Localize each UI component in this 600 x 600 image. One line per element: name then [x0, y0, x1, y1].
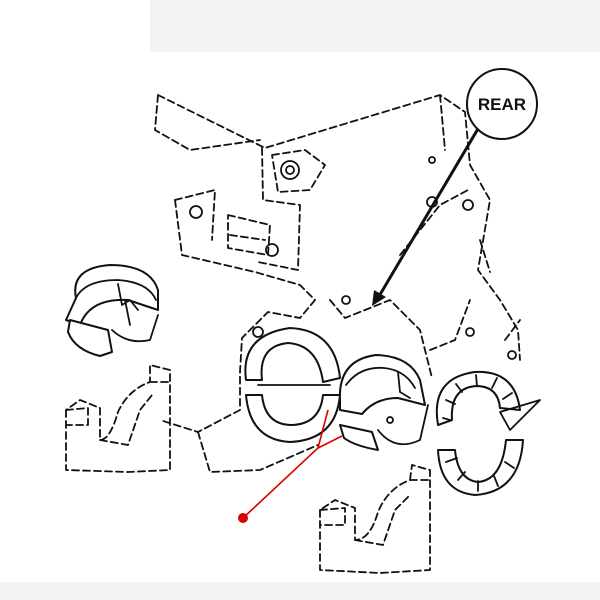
main-bearing-cap-left: [65, 364, 171, 473]
rear-direction-arrow: [372, 120, 484, 306]
thrust-washer-right: [435, 370, 541, 496]
red-marker-dot: [238, 513, 248, 523]
rear-callout: REAR: [466, 68, 538, 140]
bolt-holes: [189, 149, 517, 360]
main-bearing-cap-center: [319, 464, 431, 574]
thrust-washer-block: [244, 327, 341, 443]
upper-bearing-shell-center: [338, 354, 429, 451]
rear-callout-circle: [466, 68, 538, 140]
top-white-tab: [0, 0, 150, 52]
bottom-gray-band: [0, 582, 600, 600]
upper-bearing-shell-left: [65, 264, 159, 357]
marker-leader: [238, 409, 343, 523]
rear-label: REAR: [478, 95, 526, 114]
